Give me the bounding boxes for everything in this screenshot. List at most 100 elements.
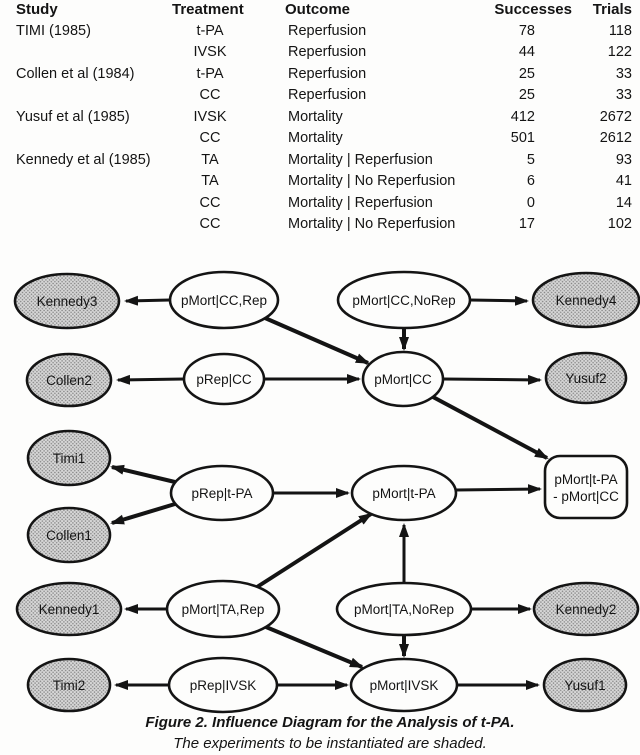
node-shape — [532, 581, 640, 637]
node-label: pMort|CC,NoRep — [352, 293, 455, 308]
cell-trials: 118 — [608, 23, 632, 39]
edge-pmortccnorep-to-kennedy4 — [469, 295, 529, 306]
cell-successes: 412 — [510, 109, 535, 125]
node-label: Kennedy2 — [556, 602, 617, 617]
node-shape — [531, 271, 640, 329]
node-shape — [169, 464, 275, 522]
node-label: Kennedy1 — [39, 602, 100, 617]
edge-pmortccrep-to-pmortcc — [264, 316, 370, 365]
edge-preptpa-to-timi1 — [110, 464, 176, 484]
table-row: TIMI (1985) t-PA Reperfusion 78 118 — [0, 22, 640, 42]
cell-trials: 2612 — [599, 130, 632, 146]
node-shape — [168, 270, 280, 330]
table-row: Yusuf et al (1985) IVSK Mortality 412 26… — [0, 108, 640, 128]
node-collen2: Collen2 — [25, 352, 113, 408]
node-pmort-cc-norep: pMort|CC,NoRep — [336, 270, 472, 330]
node-shape — [26, 657, 112, 713]
cell-outcome: Mortality | No Reperfusion — [288, 173, 456, 189]
node-prep-tpa: pRep|t-PA — [169, 464, 275, 522]
node-shape — [26, 429, 112, 487]
node-pmort-cc-rep: pMort|CC,Rep — [168, 270, 280, 330]
node-shape — [542, 657, 628, 713]
node-shape — [167, 656, 279, 714]
influence-diagram: Kennedy3 pMort|CC,Rep pMort|CC,NoRep Ken… — [13, 270, 640, 714]
node-shape — [361, 350, 445, 408]
node-label: pRep|CC — [196, 372, 252, 387]
node-label: Yusuf1 — [564, 678, 605, 693]
node-label: Collen2 — [46, 373, 92, 388]
edge-pmortcc-to-yusuf2 — [442, 374, 542, 385]
node-pmort-ta-norep: pMort|TA,NoRep — [335, 581, 473, 637]
node-pmort-cc: pMort|CC — [361, 350, 445, 408]
node-shape — [335, 581, 473, 637]
cell-outcome: Mortality — [288, 130, 343, 146]
cell-outcome: Reperfusion — [288, 44, 367, 60]
cell-successes: 5 — [526, 152, 535, 168]
table-row: Kennedy et al (1985) TA Mortality | Repe… — [0, 151, 640, 171]
value-node-shape — [543, 454, 629, 520]
node-label: Timi1 — [53, 451, 86, 466]
cell-trials: 14 — [615, 195, 632, 211]
node-label: Collen1 — [46, 528, 92, 543]
col-header-study: Study — [16, 1, 58, 18]
table-header-row: Study Treatment Outcome Successes Trials — [0, 1, 640, 21]
table-row: CC Mortality 501 2612 — [0, 129, 640, 149]
node-shape — [26, 506, 112, 564]
node-label: pMort|CC — [374, 372, 432, 387]
node-yusuf1: Yusuf1 — [542, 657, 628, 713]
node-value-pmorttpa-minus-pmortcc: pMort|t-PA - pMort|CC — [543, 454, 629, 520]
cell-study: Kennedy et al (1985) — [16, 152, 151, 168]
table-row: CC Reperfusion 25 33 — [0, 86, 640, 106]
cell-trials: 93 — [615, 152, 632, 168]
table-row: TA Mortality | No Reperfusion 6 41 — [0, 172, 640, 192]
cell-trials: 33 — [615, 87, 632, 103]
cell-outcome: Reperfusion — [288, 23, 367, 39]
node-kennedy4: Kennedy4 — [531, 271, 640, 329]
node-kennedy3: Kennedy3 — [13, 272, 121, 330]
cell-successes: 25 — [518, 87, 535, 103]
cell-treatment: TA — [201, 173, 219, 189]
cell-successes: 25 — [518, 66, 535, 82]
col-header-successes: Successes — [494, 1, 572, 18]
figure-caption-title: Figure 2. Influence Diagram for the Anal… — [145, 714, 515, 731]
col-header-outcome: Outcome — [285, 1, 351, 18]
node-shape — [349, 657, 459, 713]
cell-trials: 102 — [607, 216, 632, 232]
node-timi2: Timi2 — [26, 657, 112, 713]
table-row: CC Mortality | No Reperfusion 17 102 — [0, 215, 640, 235]
cell-study: Collen et al (1984) — [16, 66, 135, 82]
cell-trials: 122 — [607, 44, 632, 60]
figure-caption-subtitle: The experiments to be instantiated are s… — [173, 735, 487, 752]
edge-pmortccrep-to-kennedy3 — [124, 295, 171, 306]
table-row: CC Mortality | Reperfusion 0 14 — [0, 194, 640, 214]
node-label: pMort|t-PA — [372, 486, 435, 501]
cell-study: Yusuf et al (1985) — [16, 109, 130, 125]
cell-trials: 2672 — [599, 109, 632, 125]
table-row: IVSK Reperfusion 44 122 — [0, 43, 640, 63]
diagram-edges — [110, 295, 549, 690]
node-shape — [336, 270, 472, 330]
cell-outcome: Mortality | Reperfusion — [288, 195, 433, 211]
cell-successes: 0 — [526, 195, 535, 211]
cell-successes: 78 — [518, 23, 535, 39]
edge-pmorttpa-to-valuenode — [455, 484, 542, 495]
node-label: Yusuf2 — [565, 371, 606, 386]
cell-treatment: CC — [199, 195, 221, 211]
cell-treatment: IVSK — [193, 109, 227, 125]
cell-trials: 33 — [615, 66, 632, 82]
edge-prepcc-to-collen2 — [116, 374, 185, 385]
node-shape — [25, 352, 113, 408]
cell-treatment: CC — [199, 216, 221, 232]
node-shape — [13, 272, 121, 330]
cell-outcome: Reperfusion — [288, 87, 367, 103]
value-node-label-line2: - pMort|CC — [553, 489, 619, 504]
diagram-nodes: Kennedy3 pMort|CC,Rep pMort|CC,NoRep Ken… — [13, 270, 640, 714]
node-label: pMort|TA,Rep — [182, 602, 265, 617]
table-row: Collen et al (1984) t-PA Reperfusion 25 … — [0, 65, 640, 85]
cell-treatment: TA — [201, 152, 219, 168]
cell-treatment: CC — [199, 130, 221, 146]
cell-successes: 6 — [526, 173, 535, 189]
node-kennedy1: Kennedy1 — [15, 581, 123, 637]
value-node-label-line1: pMort|t-PA — [554, 472, 617, 487]
cell-outcome: Mortality | No Reperfusion — [288, 216, 456, 232]
